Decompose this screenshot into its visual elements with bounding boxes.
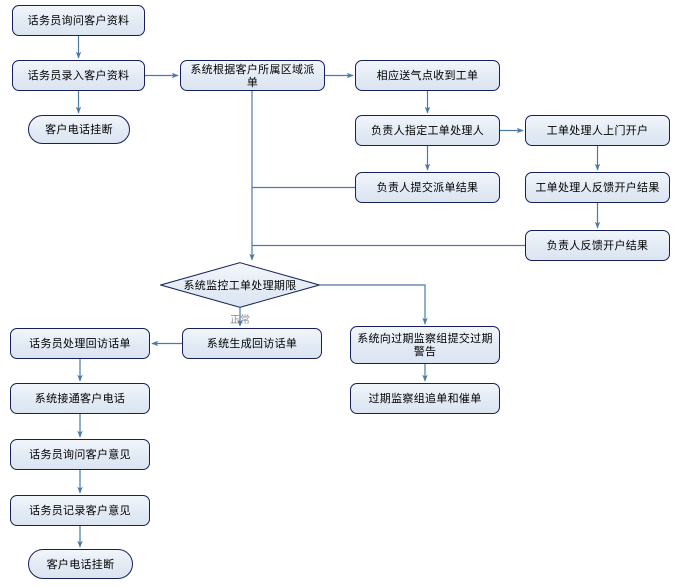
- node-label: 负责人反馈开户结果: [546, 239, 649, 252]
- node-label: 负责人提交派单结果: [376, 181, 479, 194]
- node-label: 工单处理人上门开户: [546, 124, 649, 137]
- edge-decision-n11: [320, 284, 428, 325]
- node-agent-ask-customer-opinion[interactable]: 话务员询问客户意见: [10, 439, 150, 470]
- node-label: 话务员录入客户资料: [27, 69, 130, 82]
- decision-monitor-order-deadline[interactable]: 系统监控工单处理期限: [160, 262, 320, 308]
- node-overdue-group-followup[interactable]: 过期监察组追单和催单: [350, 383, 500, 414]
- node-system-warn-overdue-group[interactable]: 系统向过期监察组提交过期警告: [350, 326, 500, 364]
- node-label: 相应送气点收到工单: [376, 69, 479, 82]
- node-label: 话务员处理回访话单: [29, 337, 131, 350]
- node-manager-submits-dispatch-result[interactable]: 负责人提交派单结果: [355, 172, 500, 203]
- node-agent-record-customer-opinion[interactable]: 话务员记录客户意见: [10, 495, 150, 526]
- node-label: 过期监察组追单和催单: [368, 392, 482, 405]
- node-label: 系统接通客户电话: [34, 392, 126, 405]
- node-system-connect-customer-call[interactable]: 系统接通客户电话: [10, 383, 150, 414]
- node-gas-station-receives-order[interactable]: 相应送气点收到工单: [355, 60, 500, 91]
- node-agent-ask-customer-info[interactable]: 话务员询问客户资料: [12, 5, 145, 36]
- node-customer-hangup-bottom[interactable]: 客户电话挂断: [28, 549, 133, 579]
- decision-shape: [160, 262, 320, 308]
- node-label: 系统向过期监察组提交过期警告: [357, 332, 493, 358]
- node-agent-handle-callback-ticket[interactable]: 话务员处理回访话单: [10, 328, 150, 359]
- node-system-generate-callback-ticket[interactable]: 系统生成回访话单: [182, 328, 322, 359]
- node-agent-enter-customer-info[interactable]: 话务员录入客户资料: [12, 60, 145, 91]
- node-label: 负责人指定工单处理人: [371, 124, 484, 137]
- node-system-dispatch-by-region[interactable]: 系统根据客户所属区域派单: [180, 60, 325, 91]
- node-label: 系统根据客户所属区域派单: [190, 62, 315, 89]
- node-label: 系统生成回访话单: [206, 337, 298, 350]
- node-label: 客户电话挂断: [46, 557, 115, 571]
- node-handler-onsite-account-open[interactable]: 工单处理人上门开户: [525, 115, 670, 146]
- node-label: 话务员记录客户意见: [29, 504, 131, 517]
- node-customer-hangup-top[interactable]: 客户电话挂断: [28, 115, 130, 144]
- node-label: 工单处理人反馈开户结果: [535, 181, 660, 194]
- decision-label: 系统监控工单处理期限: [183, 279, 297, 292]
- node-label: 话务员询问客户意见: [29, 448, 131, 461]
- node-label: 话务员询问客户资料: [27, 14, 130, 27]
- edge-label-normal: 正常: [230, 315, 250, 326]
- node-handler-feedback-result[interactable]: 工单处理人反馈开户结果: [525, 172, 670, 203]
- node-manager-assigns-handler[interactable]: 负责人指定工单处理人: [355, 115, 500, 146]
- node-manager-feedback-result[interactable]: 负责人反馈开户结果: [525, 230, 670, 261]
- node-label: 客户电话挂断: [45, 123, 113, 136]
